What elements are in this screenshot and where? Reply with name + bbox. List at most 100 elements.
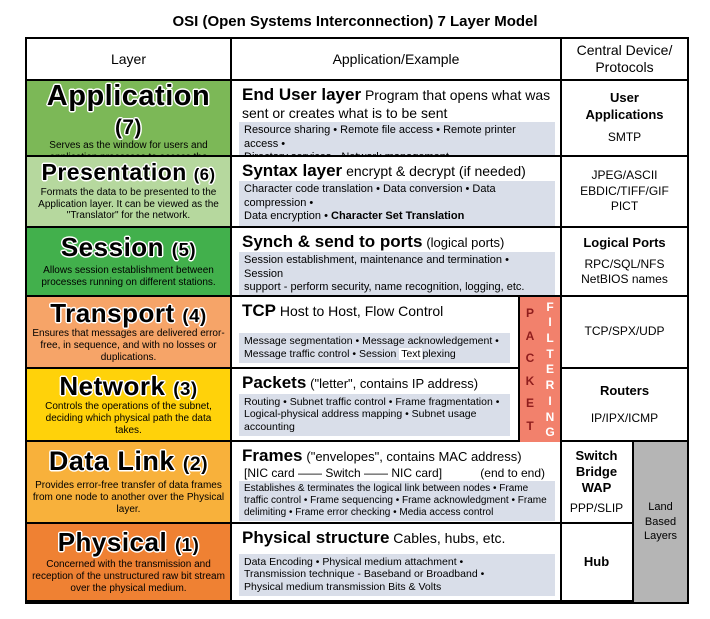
layer-desc-data-link: Provides error-free transfer of data fra… xyxy=(32,480,225,515)
row-network: Network (3) Controls the operations of t… xyxy=(27,369,687,442)
example-cell-network: Packets ("letter", contains IP address) … xyxy=(232,369,562,440)
example-rest-physical: Cables, hubs, etc. xyxy=(393,530,506,546)
central-title-network: Routers xyxy=(599,382,650,398)
central-cell-application: User Applications SMTP xyxy=(562,81,687,155)
page-title: OSI (Open Systems Interconnection) 7 Lay… xyxy=(172,13,538,30)
layer-cell-physical: Physical (1) Concerned with the transmis… xyxy=(27,524,232,600)
nic-card-switch-line: [NIC card —— Switch —— NIC card] (end to … xyxy=(239,466,555,481)
layer-desc-transport: Ensures that messages are delivered erro… xyxy=(32,328,225,363)
central-lines-data-link: PPP/SLIP xyxy=(569,500,624,515)
example-details-network: Routing • Subnet traffic control • Frame… xyxy=(239,393,510,436)
layer-name-transport: Transport (4) xyxy=(50,300,207,326)
layer-name-network: Network (3) xyxy=(59,373,197,399)
example-details-text-transport: Message segmentation • Message acknowled… xyxy=(244,335,499,361)
text-overlay-chip: Text xyxy=(399,348,423,361)
central-cell-transport: TCP/SPX/UDP xyxy=(562,297,687,367)
example-cell-transport: TCP Host to Host, Flow Control Message s… xyxy=(232,297,562,367)
example-lead-presentation: Syntax layer xyxy=(242,161,343,180)
layer-name-physical: Physical (1) xyxy=(58,529,200,555)
example-details-text-presentation: Character code translation • Data conver… xyxy=(244,183,496,223)
example-details-data-link: Establishes & terminates the logical lin… xyxy=(239,481,555,522)
example-heading-data-link: Frames ("envelopes", contains MAC addres… xyxy=(239,446,555,466)
example-details-tail-transport: plexing xyxy=(422,348,456,361)
layer-number-physical: (1) xyxy=(174,534,200,556)
osi-model-table: Layer Application/Example Central Device… xyxy=(25,37,689,604)
example-details-session: Session establishment, maintenance and t… xyxy=(239,252,555,295)
example-details-physical: Data Encoding • Physical medium attachme… xyxy=(239,553,555,596)
example-rest-transport: Host to Host, Flow Control xyxy=(279,303,444,319)
layer-name-session: Session (5) xyxy=(61,234,196,260)
central-cell-physical: Hub xyxy=(562,524,687,600)
example-rest-application: Program that opens what was sent or crea… xyxy=(242,87,551,122)
row-application: Application (7) Serves as the window for… xyxy=(27,81,687,157)
example-details-transport: Message segmentation • Message acknowled… xyxy=(239,333,510,363)
layer-desc-presentation: Formats the data to be presented to the … xyxy=(38,186,219,222)
layer-number-application: (7) xyxy=(114,116,142,139)
central-title-data-link: Switch Bridge WAP xyxy=(575,447,618,496)
central-cell-data-link: Switch Bridge WAP PPP/SLIP xyxy=(562,442,687,522)
example-heading-network: Packets ("letter", contains IP address) xyxy=(239,373,510,393)
central-cell-presentation: JPEG/ASCII EBDIC/TIFF/GIF PICT xyxy=(562,157,687,226)
layer-name-application: Application (7) xyxy=(32,82,225,140)
layer-cell-application: Application (7) Serves as the window for… xyxy=(27,81,232,155)
central-lines-transport: TCP/SPX/UDP xyxy=(584,324,665,339)
example-lead-transport: TCP xyxy=(242,301,276,320)
central-title-session: Logical Ports xyxy=(583,235,666,251)
example-rest-session: (logical ports) xyxy=(426,235,505,250)
example-details-presentation: Character code translation • Data conver… xyxy=(239,181,555,226)
example-details-application: Resource sharing • Remote file access • … xyxy=(239,122,555,155)
example-cell-data-link: Frames ("envelopes", contains MAC addres… xyxy=(232,442,562,522)
example-heading-physical: Physical structure Cables, hubs, etc. xyxy=(239,528,555,548)
layer-cell-data-link: Data Link (2) Provides error-free transf… xyxy=(27,442,232,522)
example-cell-session: Synch & send to ports (logical ports) Se… xyxy=(232,228,562,295)
example-heading-session: Synch & send to ports (logical ports) xyxy=(239,232,555,252)
end-to-end-label: (end to end) xyxy=(480,466,545,481)
layer-desc-application: Serves as the window for users and appli… xyxy=(49,140,208,155)
layer-number-data-link: (2) xyxy=(182,453,209,476)
example-lead-application: End User layer xyxy=(242,85,362,104)
row-data-link: Data Link (2) Provides error-free transf… xyxy=(27,442,687,524)
example-rest-data-link: ("envelopes", contains MAC address) xyxy=(306,449,522,464)
layer-cell-presentation: Presentation (6) Formats the data to be … xyxy=(27,157,232,226)
header-central-device-protocols: Central Device/ Protocols xyxy=(576,42,673,75)
layer-desc-network: Controls the operations of the subnet, d… xyxy=(45,401,212,436)
layer-cell-session: Session (5) Allows session establishment… xyxy=(27,228,232,295)
layer-number-network: (3) xyxy=(173,377,198,399)
central-cell-session: Logical Ports RPC/SQL/NFS NetBIOS names xyxy=(562,228,687,295)
central-lines-presentation: JPEG/ASCII EBDIC/TIFF/GIF PICT xyxy=(580,168,669,214)
example-lead-session: Synch & send to ports xyxy=(242,232,423,251)
layer-cell-transport: Transport (4) Ensures that messages are … xyxy=(27,297,232,367)
central-lines-session: RPC/SQL/NFS NetBIOS names xyxy=(581,256,668,287)
layer-name-data-link: Data Link (2) xyxy=(49,448,208,475)
row-presentation: Presentation (6) Formats the data to be … xyxy=(27,157,687,228)
land-based-layers-box: Land Based Layers xyxy=(632,442,687,602)
row-transport: Transport (4) Ensures that messages are … xyxy=(27,297,687,369)
central-cell-network: Routers IP/IPX/ICMP xyxy=(562,369,687,440)
central-lines-network: IP/IPX/ICMP xyxy=(590,410,659,425)
layer-number-session: (5) xyxy=(171,239,197,261)
layer-title-data-link: Data Link xyxy=(48,446,175,477)
example-rest-presentation: encrypt & decrypt (if needed) xyxy=(346,163,526,179)
layer-title-physical: Physical xyxy=(57,527,168,558)
layer-title-transport: Transport xyxy=(50,298,175,329)
example-heading-presentation: Syntax layer encrypt & decrypt (if neede… xyxy=(239,161,555,181)
layer-desc-physical: Concerned with the transmission and rece… xyxy=(32,559,225,594)
layer-cell-network: Network (3) Controls the operations of t… xyxy=(27,369,232,440)
example-cell-application: End User layer Program that opens what w… xyxy=(232,81,562,155)
nic-card-chain: [NIC card —— Switch —— NIC card] xyxy=(244,466,443,481)
layer-number-presentation: (6) xyxy=(193,164,216,184)
layer-title-application: Application xyxy=(46,81,211,112)
header-layer: Layer xyxy=(27,39,232,79)
example-lead-network: Packets xyxy=(242,373,307,392)
header-application-example: Application/Example xyxy=(232,39,562,79)
example-rest-network: ("letter", contains IP address) xyxy=(310,376,479,391)
central-title-application: User Applications xyxy=(585,90,664,122)
example-cell-physical: Physical structure Cables, hubs, etc. Da… xyxy=(232,524,562,600)
layer-title-presentation: Presentation xyxy=(41,158,187,185)
example-heading-application: End User layer Program that opens what w… xyxy=(239,85,555,122)
central-title-physical: Hub xyxy=(583,553,610,569)
example-heading-transport: TCP Host to Host, Flow Control xyxy=(239,301,510,321)
layer-title-session: Session xyxy=(60,232,165,263)
